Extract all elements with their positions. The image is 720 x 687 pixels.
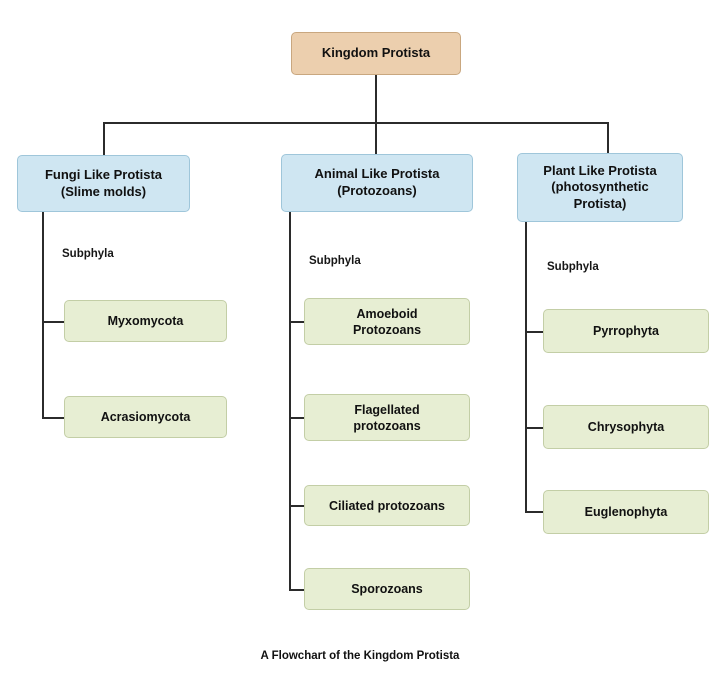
node-flagellated-protozoans[interactable]: Flagellated protozoans (304, 394, 470, 441)
node-amoeboid-protozoans[interactable]: Amoeboid Protozoans (304, 298, 470, 345)
connector-tee-amoeboid (289, 321, 305, 323)
node-acrasiomycota[interactable]: Acrasiomycota (64, 396, 227, 438)
node-label-line1: Fungi Like Protista (44, 166, 162, 182)
connector-tee-sporozoans (289, 589, 305, 591)
node-label: Flagellated protozoans (353, 402, 420, 434)
node-label: Pyrrophyta (593, 324, 659, 338)
node-label: Plant Like Protista (photosynthetic Prot… (543, 163, 656, 213)
node-label-line1: Flagellated (354, 402, 420, 417)
connector-drop-fungi (103, 122, 105, 155)
node-kingdom-protista[interactable]: Kingdom Protista (291, 32, 461, 75)
connector-spine-animal (289, 212, 291, 591)
node-fungi-like-protista[interactable]: Fungi Like Protista (Slime molds) (17, 155, 190, 212)
node-label: Acrasiomycota (100, 410, 191, 424)
connector-spine-fungi (42, 212, 44, 419)
node-label: Euglenophyta (584, 505, 668, 519)
subphyla-label-fungi: Subphyla (62, 248, 114, 260)
diagram-caption: A Flowchart of the Kingdom Protista (260, 650, 460, 662)
connector-root-bus (103, 122, 609, 124)
connector-drop-animal (375, 122, 377, 154)
node-animal-like-protista[interactable]: Animal Like Protista (Protozoans) (281, 154, 473, 212)
connector-drop-plant (607, 122, 609, 153)
node-label: Amoeboid Protozoans (353, 306, 421, 338)
connector-tee-flagellated (289, 417, 305, 419)
connector-tee-chrysophyta (525, 427, 544, 429)
connector-tee-ciliated (289, 505, 305, 507)
node-ciliated-protozoans[interactable]: Ciliated protozoans (304, 485, 470, 526)
node-sporozoans[interactable]: Sporozoans (304, 568, 470, 610)
node-label: Myxomycota (107, 314, 184, 328)
connector-tee-myxomycota (42, 321, 65, 323)
subphyla-label-plant: Subphyla (547, 261, 599, 273)
node-label-line1: Animal Like Protista (314, 166, 440, 182)
node-label: Sporozoans (351, 582, 423, 596)
node-chrysophyta[interactable]: Chrysophyta (543, 405, 709, 449)
node-label: Chrysophyta (587, 420, 665, 434)
node-label-line3: Protista) (573, 195, 627, 211)
connector-tee-pyrrophyta (525, 331, 544, 333)
node-label-line2: Protozoans (352, 322, 422, 337)
node-plant-like-protista[interactable]: Plant Like Protista (photosynthetic Prot… (517, 153, 683, 222)
node-label-line2: (Protozoans) (337, 183, 417, 198)
node-label: Kingdom Protista (321, 45, 431, 61)
node-label: Animal Like Protista (Protozoans) (315, 166, 440, 199)
node-myxomycota[interactable]: Myxomycota (64, 300, 227, 342)
node-label: Ciliated protozoans (329, 498, 445, 513)
connector-spine-plant (525, 222, 527, 512)
node-label-line2: (photosynthetic (551, 179, 649, 195)
connector-root-stem (375, 75, 377, 123)
node-pyrrophyta[interactable]: Pyrrophyta (543, 309, 709, 353)
node-euglenophyta[interactable]: Euglenophyta (543, 490, 709, 534)
node-label-line1: Plant Like Protista (543, 162, 657, 178)
node-label-line2: (Slime molds) (60, 183, 147, 199)
node-label-line1: Amoeboid (356, 306, 418, 321)
node-label-line2: protozoans (353, 418, 421, 433)
connector-tee-acrasiomycota (42, 417, 65, 419)
connector-tee-euglenophyta (525, 511, 544, 513)
subphyla-label-animal: Subphyla (309, 255, 361, 267)
node-label: Fungi Like Protista (Slime molds) (45, 167, 162, 200)
